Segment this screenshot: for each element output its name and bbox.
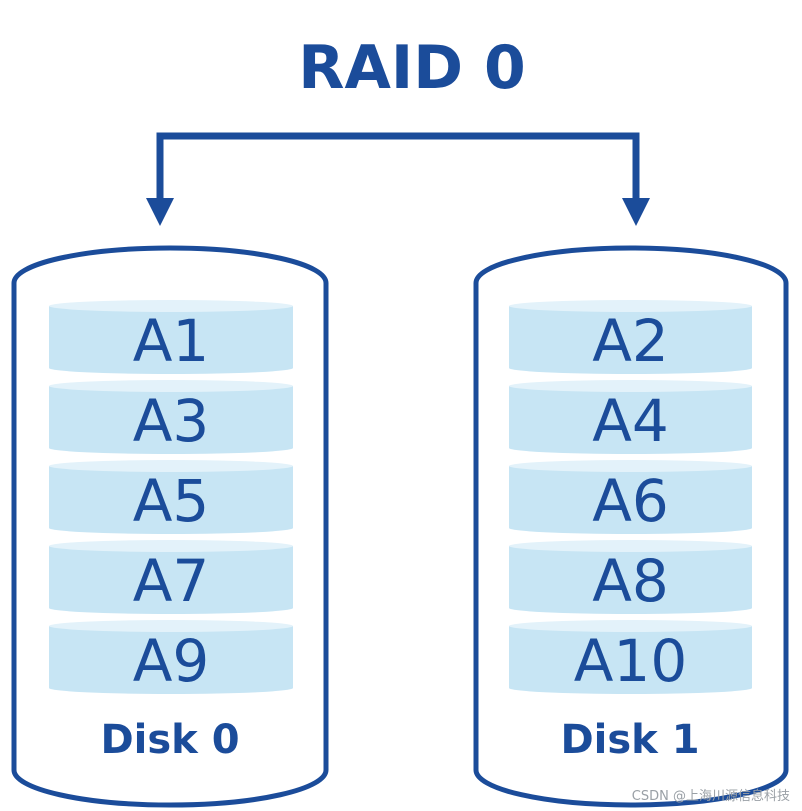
data-block: A7 (49, 540, 293, 615)
block-top (49, 620, 293, 632)
block-top (49, 540, 293, 552)
block-top (509, 460, 752, 472)
block-label: A10 (574, 627, 687, 695)
block-top (509, 300, 752, 312)
block-body (49, 626, 293, 694)
block-body (509, 466, 752, 534)
data-block: A8 (509, 540, 752, 615)
block-body (49, 306, 293, 374)
block-top (49, 380, 293, 392)
block-body (49, 546, 293, 614)
block-body (509, 546, 752, 614)
block-label: A9 (133, 627, 210, 695)
block-label: A8 (592, 547, 669, 615)
watermark-text: CSDN @上海川源信息科技 (632, 788, 790, 804)
data-block: A3 (49, 380, 293, 455)
block-body (509, 386, 752, 455)
block-top (49, 300, 293, 312)
block-body (49, 466, 293, 534)
block-top (509, 620, 752, 632)
data-block: A10 (509, 620, 752, 695)
block-label: A2 (592, 307, 669, 375)
block-top (509, 380, 752, 392)
arrow-down-icon (146, 198, 174, 226)
block-label: A1 (133, 307, 210, 375)
block-label: A4 (592, 387, 669, 455)
data-block: A2 (509, 300, 752, 375)
block-top (509, 540, 752, 552)
block-body (509, 306, 752, 374)
diagram-title: RAID 0 (298, 33, 525, 103)
block-label: A3 (133, 387, 210, 455)
block-label: A5 (133, 467, 210, 535)
disk-label: Disk 0 (100, 717, 239, 763)
block-top (49, 460, 293, 472)
data-block: A1 (49, 300, 293, 375)
block-label: A6 (592, 467, 669, 535)
data-block: A9 (49, 620, 293, 695)
disk-label: Disk 1 (560, 717, 699, 763)
data-block: A4 (509, 380, 752, 455)
data-block: A6 (509, 460, 752, 535)
block-label: A7 (133, 547, 210, 615)
block-body (49, 386, 293, 454)
split-connector (146, 132, 650, 226)
data-block: A5 (49, 460, 293, 535)
connector-line (156, 132, 640, 200)
arrow-down-icon (622, 198, 650, 226)
block-body (509, 626, 752, 694)
